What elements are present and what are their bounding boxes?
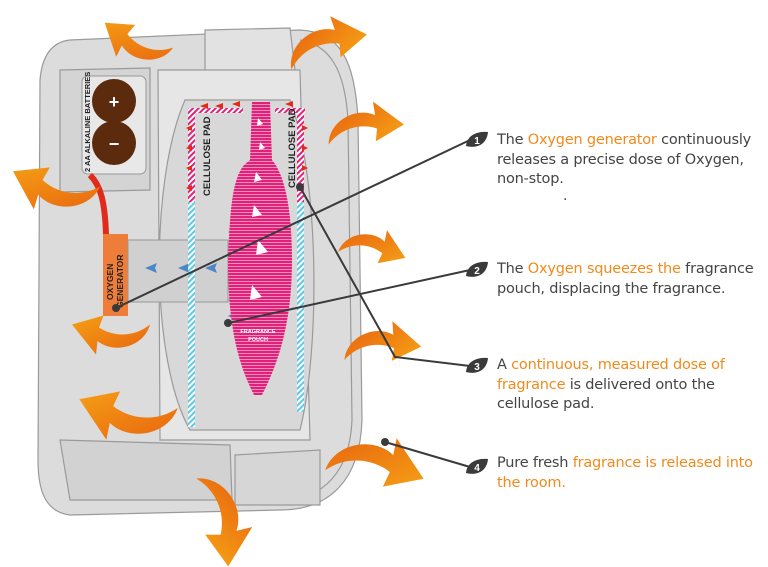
cellulose-pad-left: CELLULOSE PAD [188,108,243,427]
generator-housing [127,239,229,303]
fragrance-release-arrows [186,101,308,191]
step-1-text: The Oxygen generator continuously releas… [497,132,752,187]
svg-text:1: 1 [474,136,480,147]
minus-sign: − [109,134,120,154]
callout-line-3 [299,186,471,367]
callout-line-4 [384,441,471,468]
battery-compartment: + − 2 AA ALKALINE BATTERIES [81,72,147,175]
cellulose-pad-right-label: CELLULOSE PAD [287,108,298,188]
oxygen-generator: OXYGEN GENERATOR [103,234,128,316]
fragrance-pouch: FRAGRANCE POUCH [228,102,292,395]
step-3-text: A continuous, measured dose of fragrance… [497,357,725,412]
step-badge-1: 1 [466,131,488,147]
stray-mark: . [563,188,568,204]
callout-lines [115,139,471,468]
step-4-text: Pure fresh fragrance is released into th… [497,455,753,491]
svg-text:4: 4 [474,463,480,474]
svg-text:2: 2 [474,266,480,277]
step-2-text: The Oxygen squeezes the fragrance pouch,… [497,261,754,297]
pouch-label-2: POUCH [248,337,268,343]
callout-line-1 [115,139,471,309]
step-badge-2: 2 [466,261,488,277]
plus-sign: + [109,92,120,112]
callout-line-2 [227,269,471,324]
step-badge-3: 3 [466,357,488,373]
generator-label-2: GENERATOR [115,254,125,308]
generator-label-1: OXYGEN [105,264,115,300]
battery-negative [92,121,136,165]
pouch-label-1: FRAGRANCE [240,329,275,335]
red-wire [87,172,109,236]
battery-positive [92,79,136,123]
step-badges: 1 2 3 4 [466,131,488,474]
step-badge-4: 4 [466,458,488,474]
callout-dots [112,183,389,446]
batteries-label: 2 AA ALKALINE BATTERIES [83,72,92,172]
svg-text:3: 3 [474,362,480,373]
cellulose-pad-left-label: CELLULOSE PAD [202,116,213,196]
